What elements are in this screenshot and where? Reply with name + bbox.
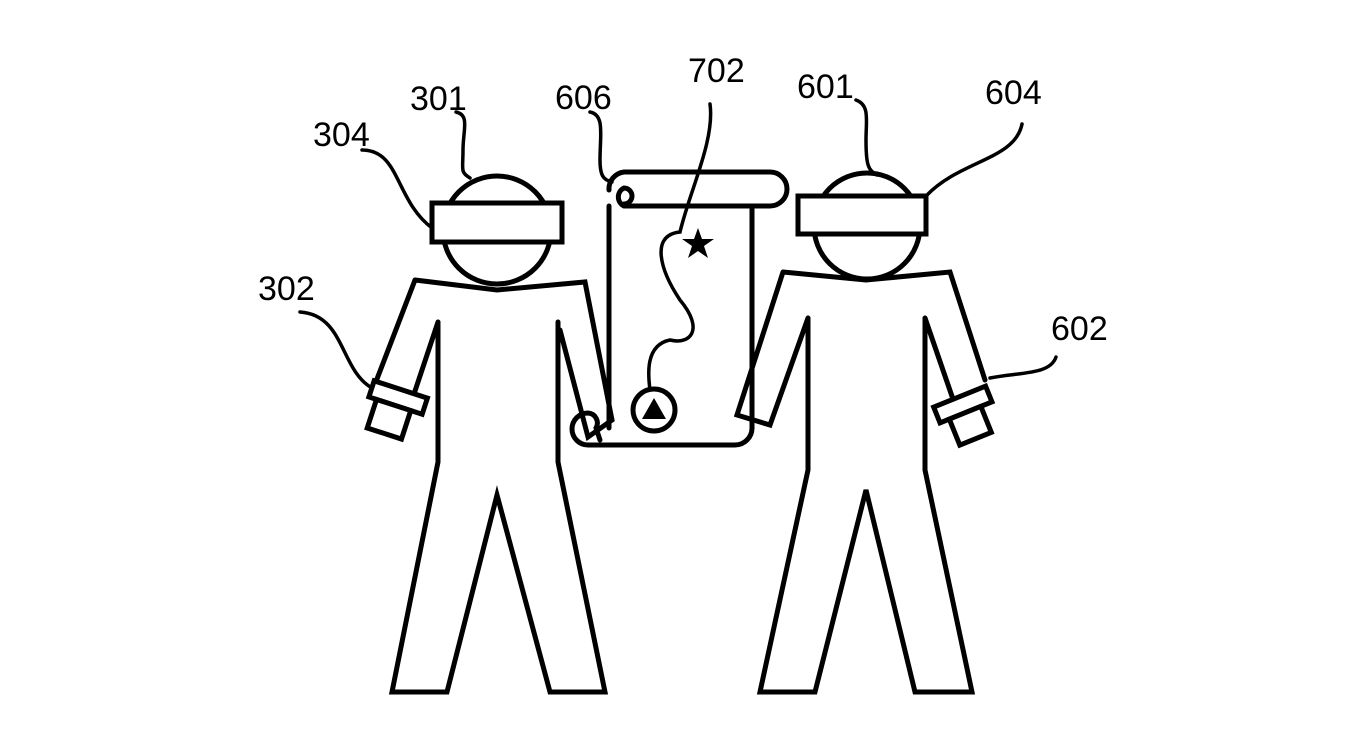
headset-304 (429, 200, 565, 245)
label-601: 601 (797, 68, 854, 106)
triangle-icon (642, 398, 666, 419)
body-301 (369, 277, 615, 695)
label-304: 304 (313, 116, 370, 154)
location-marker (630, 386, 678, 434)
shared-map-606 (569, 169, 790, 448)
label-604: 604 (985, 74, 1042, 112)
person-601 (733, 170, 996, 695)
label-606: 606 (555, 79, 612, 117)
star-icon (682, 228, 714, 258)
body-601 (733, 269, 988, 695)
headset-604 (795, 193, 929, 237)
leader-lines (298, 98, 1058, 392)
label-702: 702 (688, 52, 745, 90)
person-301 (364, 173, 615, 695)
label-602: 602 (1051, 310, 1108, 348)
label-302: 302 (258, 270, 315, 308)
label-301: 301 (410, 80, 467, 118)
wrist-device-602 (930, 382, 996, 449)
wrist-device-302 (364, 377, 431, 443)
